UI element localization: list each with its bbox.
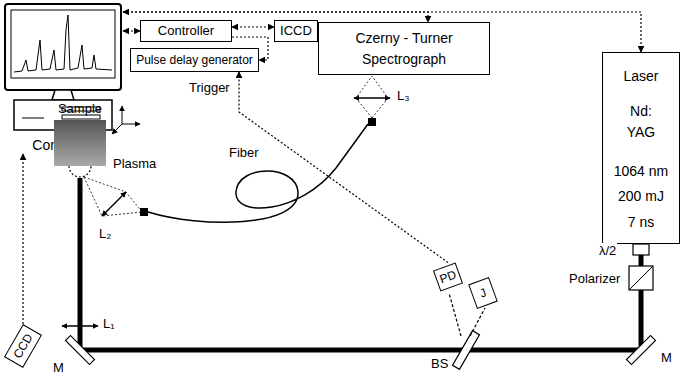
plasma-label: Plasma [112, 156, 157, 172]
mirror-label: M [52, 360, 65, 376]
polarizer-cube [629, 266, 653, 290]
mirror-label: M [660, 350, 673, 366]
plasma-plume [69, 166, 91, 177]
polarizer-label: Polarizer [568, 271, 621, 287]
node-text: J [478, 285, 489, 301]
laser-box: LaserNd: YAG 1064 nm 200 mJ 7 ns [602, 52, 680, 244]
controller-box: Controller [140, 20, 232, 42]
node-text: ICCD [280, 23, 312, 39]
node-text: CCD [10, 331, 35, 361]
node-text: Czerny - Turner Spectrograph [352, 28, 456, 69]
joulemeter-box: J [468, 277, 498, 309]
node-text: Controller [158, 23, 214, 39]
iccd-box: ICCD [274, 20, 318, 42]
lens-symbol [354, 97, 390, 99]
signal-connector [123, 30, 140, 31]
photodiode-box: PD [433, 263, 463, 292]
beam-splitter [453, 331, 480, 370]
pulse-generator-box: Pulse delay generator [130, 48, 259, 72]
node-text: Laser [623, 67, 658, 85]
lens-symbol [62, 325, 98, 327]
signal-connector [232, 26, 274, 27]
mirror [627, 336, 656, 365]
lens-label: L₁ [102, 316, 116, 332]
edge-label: Trigger [188, 80, 231, 96]
mirror [66, 336, 95, 365]
spectrograph-box: Czerny - Turner Spectrograph [318, 22, 490, 75]
node-text: Sample [58, 100, 102, 118]
axes-symbol [112, 106, 140, 134]
fiber-connector [140, 208, 148, 216]
waveplate-label: λ/2 [598, 243, 617, 259]
beam-splitter-label: BS [430, 356, 449, 372]
laser-beam [80, 178, 641, 350]
fiber-connector [368, 118, 376, 126]
lens-symbol [102, 192, 126, 216]
node-text: 1064 nm 200 mJ 7 ns [613, 159, 669, 235]
optical-fiber [148, 124, 368, 222]
ccd-camera: CCD [4, 324, 42, 368]
node-text: Pulse delay generator [136, 53, 253, 67]
signal-connector [22, 154, 23, 324]
fiber-label: Fiber [228, 145, 260, 161]
node-text: PD [438, 267, 459, 286]
lens-label: L₂ [98, 226, 112, 242]
signal-connector [239, 72, 448, 263]
lens-label: L₃ [396, 88, 411, 104]
sample-block: Sample [54, 100, 106, 166]
half-wave-plate [633, 244, 649, 255]
node-text: Nd: YAG [623, 101, 659, 143]
